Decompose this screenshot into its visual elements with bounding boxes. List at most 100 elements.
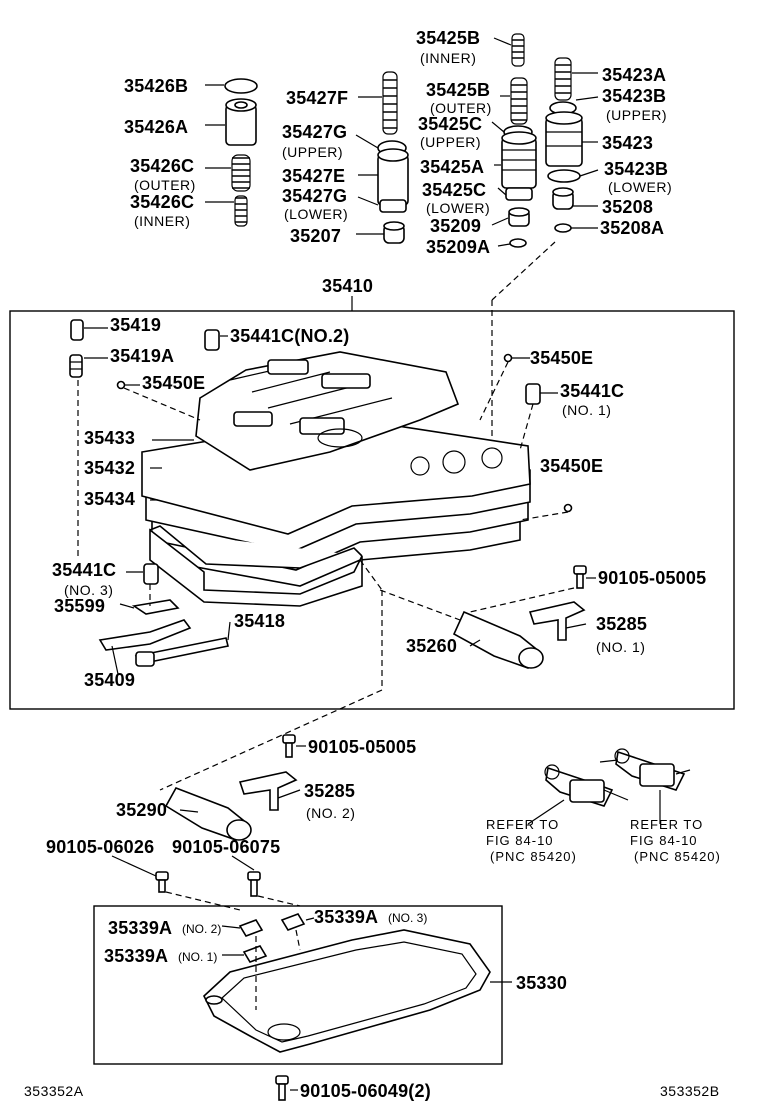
valve-body-group-box [9,310,735,710]
label-35425C-lower: 35425C [422,180,486,200]
shaft-35418 [134,637,229,667]
label-35207: 35207 [290,226,341,246]
middle-leaders [179,745,661,825]
solenoid-35290 [164,787,252,841]
label-no1-b: (NO. 1) [596,639,645,655]
label-35423: 35423 [602,133,653,153]
label-35260: 35260 [406,636,457,656]
label-35330: 35330 [516,973,567,993]
valve-35426A [225,98,257,146]
label-35427F: 35427F [286,88,348,108]
solenoid-35260 [452,610,544,669]
label-35426B: 35426B [124,76,188,96]
gasket-35339A-no1 [242,945,268,963]
label-refer-a: REFER TO [486,817,559,832]
ball-35450E-b [116,380,126,390]
label-lower-a: (LOWER) [608,179,672,195]
label-pnc-a: (PNC 85420) [490,849,577,864]
label-35423B-lower: 35423B [604,159,668,179]
valve-35425A [501,131,537,189]
label-35432: 35432 [84,458,135,478]
label-outer-b: (OUTER) [134,177,196,193]
pin-35419A [69,354,83,378]
dash-to-35290 [159,689,383,791]
label-no1-a: (NO. 1) [562,402,611,418]
label-35425B-outer: 35425B [426,80,490,100]
label-35209A: 35209A [426,237,490,257]
label-35425B-inner: 35425B [416,28,480,48]
label-35441C-no3: 35441C [52,560,116,580]
label-35450E-c: 35450E [540,456,603,476]
ball-35209A [509,238,527,248]
label-35425A: 35425A [420,157,484,177]
bracket-35285-no2 [238,771,298,811]
ball-35450E-c [563,503,573,513]
label-outer-a: (OUTER) [430,100,492,116]
label-35290: 35290 [116,800,167,820]
bracket-35285-no1 [528,601,586,641]
label-inner-a: (INNER) [420,50,476,66]
retainer-35441C-no2 [204,329,220,351]
spring-35426C-inner [234,195,248,227]
label-35208: 35208 [602,197,653,217]
solenoid-ref-1 [544,764,629,807]
box-leaders [77,327,596,690]
label-90105-05005-a: 90105-05005 [598,568,706,588]
oil-pan-group-box [93,905,503,1065]
pan-leaders [221,917,512,1010]
oil-pan-35330 [203,929,491,1053]
valve-35423 [545,111,583,167]
label-upper-c: (UPPER) [282,144,343,160]
label-35434: 35434 [84,489,135,509]
label-inner-b: (INNER) [134,213,190,229]
label-35285-no1: 35285 [596,614,647,634]
spring-35427F [382,71,398,135]
plug-35209 [508,207,530,227]
label-fig-a: FIG 84-10 [486,833,554,848]
label-35409: 35409 [84,670,135,690]
label-lower-c: (LOWER) [426,200,490,216]
label-35441C-no2: 35441C(NO.2) [230,326,349,346]
bolt-leaders [111,855,301,911]
spring-35426C-outer [231,154,251,192]
label-35427G-upper: 35427G [282,122,347,142]
label-35423A: 35423A [602,65,666,85]
label-35427E: 35427E [282,166,345,186]
sleeve-35425C-lower [505,187,533,201]
label-no2: (NO. 2) [306,805,355,821]
label-90105-06026: 90105-06026 [46,837,154,857]
bolt-90105-05005-b [282,734,296,758]
label-n2: (NO. 2) [182,922,221,936]
label-fig-b: FIG 84-10 [630,833,698,848]
lower-valve-body [149,525,363,607]
label-35418: 35418 [234,611,285,631]
label-no3: (NO. 3) [64,582,113,598]
label-35426C-outer: 35426C [130,156,194,176]
pin-35419 [70,319,84,341]
label-upper-a: (UPPER) [606,107,667,123]
label-group: 35425B (INNER) 35426B 35427F 35425B (OUT… [24,28,721,1101]
label-35599: 35599 [54,596,105,616]
ball-35450E-a [503,353,513,363]
label-35433: 35433 [84,428,135,448]
retainer-35441C-no3 [143,563,159,585]
label-lower-b: (LOWER) [284,206,348,222]
ring-35423B-lower [547,169,581,183]
cap-35426B [224,78,258,94]
lever-35409 [98,619,192,651]
spring-35425B-inner [511,33,525,67]
label-35339A-no2: 35339A [108,918,172,938]
label-n3: (NO. 3) [388,911,427,925]
valve-35427E [377,148,409,213]
spring-35425B-outer [510,77,528,125]
solenoid-ref-2 [599,748,691,791]
label-90105-06075: 90105-06075 [172,837,280,857]
retainer-35441C-no1 [525,383,541,405]
label-pnc-b: (PNC 85420) [634,849,721,864]
label-35427G-lower: 35427G [282,186,347,206]
label-35450E-a: 35450E [530,348,593,368]
label-n1: (NO. 1) [178,950,217,964]
label-35423B-upper: 35423B [602,86,666,106]
upper-valve-body [195,351,460,471]
